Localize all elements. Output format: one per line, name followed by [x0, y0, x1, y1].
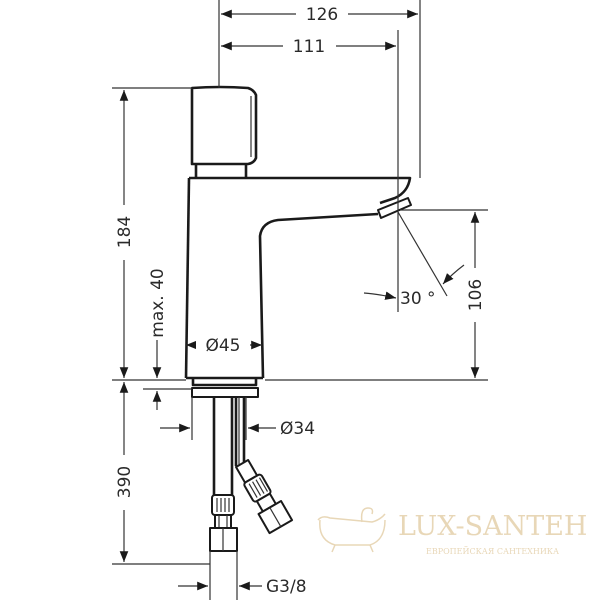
- dim-g38: G3/8: [266, 577, 307, 597]
- dimension-deck-thickness: max. 40: [143, 268, 192, 410]
- dimension-body-diameter: Ø45: [186, 334, 262, 356]
- dimension-spout-height: 106: [265, 209, 488, 381]
- dim-o45: Ø45: [205, 336, 240, 356]
- dimension-spout-angle: 30 °: [363, 211, 465, 312]
- dim-o34: Ø34: [280, 419, 315, 439]
- dimension-shank-diameter: Ø34: [160, 397, 315, 440]
- watermark: LUX-SANTEH ЕВРОПЕЙСКАЯ САНТЕХНИКА: [317, 507, 587, 556]
- spout-top: [189, 176, 412, 205]
- dim-184: 184: [115, 216, 135, 248]
- spout-underside: [258, 212, 379, 379]
- bathtub-logo-icon: [317, 507, 386, 553]
- handle-cap: [190, 85, 258, 166]
- dim-390: 390: [115, 466, 135, 498]
- watermark-tagline: ЕВРОПЕЙСКАЯ САНТЕХНИКА: [426, 547, 559, 556]
- dimension-thread: G3/8: [178, 551, 307, 600]
- dimension-hose-length: 390: [112, 382, 210, 565]
- dim-106: 106: [466, 279, 486, 311]
- dimension-height: 184: [112, 87, 192, 381]
- dim-max-40: max. 40: [148, 268, 168, 337]
- hose-pipe: [234, 397, 246, 466]
- hose-fitting-angled: [235, 459, 294, 535]
- dim-126: 126: [306, 5, 338, 25]
- dimension-depth: 126 111: [218, 0, 421, 218]
- dim-111: 111: [293, 37, 325, 57]
- shank-and-hoses: [209, 397, 294, 552]
- hose-fitting-straight: [211, 494, 235, 516]
- mounting-plate: [191, 387, 259, 398]
- watermark-brand: LUX-SANTEH: [398, 511, 587, 542]
- threaded-rod: [212, 397, 234, 495]
- dim-30-degrees: 30 °: [400, 289, 436, 309]
